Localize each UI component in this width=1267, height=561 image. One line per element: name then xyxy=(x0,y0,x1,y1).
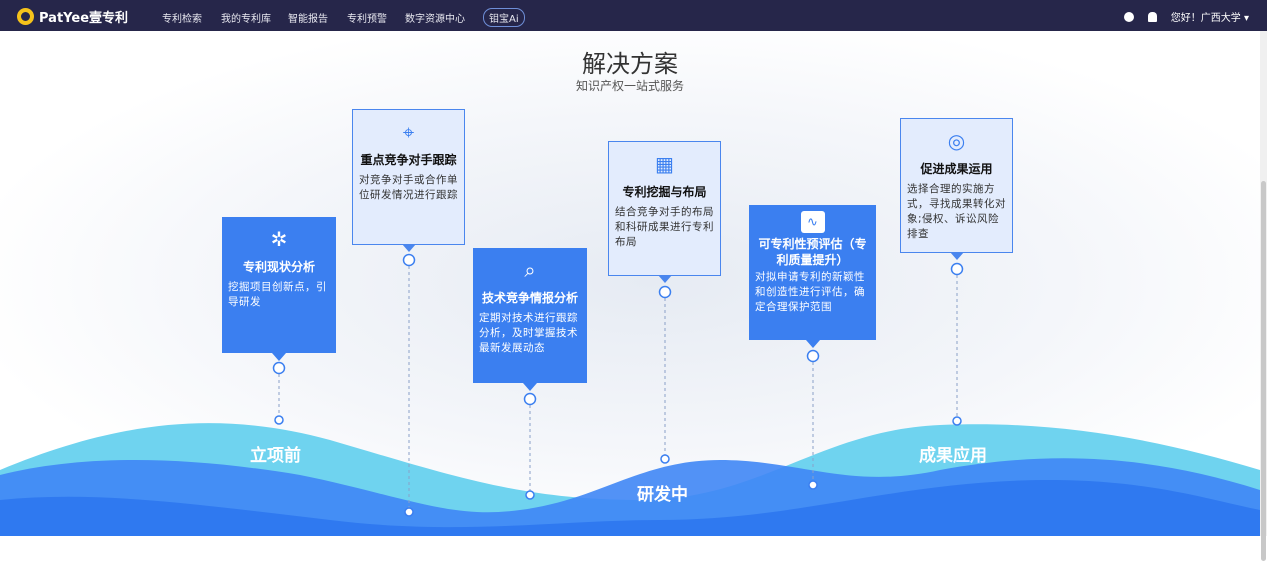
wave-bottom xyxy=(0,480,1260,536)
search-chart-icon: ⌕ xyxy=(524,258,536,282)
spiral-icon: ◎ xyxy=(947,129,966,153)
nav-smart-report[interactable]: 智能报告 xyxy=(288,14,328,25)
scrollbar[interactable] xyxy=(1260,31,1267,561)
stage-in-development: 研发中 xyxy=(637,485,688,505)
greeting: 您好！广西大学 xyxy=(1170,13,1241,24)
card-title: 技术竞争情报分析 xyxy=(481,291,578,305)
network-icon: ✲ xyxy=(270,227,288,251)
nav-patent-search[interactable]: 专利检索 xyxy=(162,14,202,25)
clock-icon[interactable] xyxy=(1123,11,1134,22)
bell-icon[interactable] xyxy=(1147,11,1157,22)
stage-results-application: 成果应用 xyxy=(919,446,987,466)
chevron-down-icon: ▾ xyxy=(1243,13,1249,24)
brand-name: PatYee壹专利 xyxy=(39,11,129,26)
waves-and-connectors xyxy=(0,253,1260,536)
layout-icon: ▦ xyxy=(655,152,674,176)
card-results-use[interactable]: ◎ 促进成果运用 选择合理的实施方式，寻找成果转化对象;侵权、诉讼风险排查 xyxy=(900,118,1013,260)
nav-digital-resources[interactable]: 数字资源中心 xyxy=(405,14,465,25)
logo-icon xyxy=(17,8,34,25)
card-patent-mining[interactable]: ▦ 专利挖掘与布局 结合竞争对手的布局和科研成果进行专利布局 xyxy=(608,141,721,283)
card-title: 可专利性预评估（专利质量提升） xyxy=(758,237,867,267)
card-title: 专利现状分析 xyxy=(242,260,315,274)
pulse-icon: ∿ xyxy=(800,211,825,233)
card-desc: 对竞争对手或合作单位研发情况进行跟踪 xyxy=(359,174,458,201)
section-subtitle: 知识产权一站式服务 xyxy=(575,79,684,93)
nav-my-library[interactable]: 我的专利库 xyxy=(221,14,271,25)
card-desc: 定期对技术进行跟踪分析，及时掌握技术最新发展动态 xyxy=(479,312,578,354)
card-desc: 选择合理的实施方式，寻找成果转化对象;侵权、诉讼风险排查 xyxy=(907,183,1006,240)
scrollbar-thumb[interactable] xyxy=(1261,181,1266,561)
card-title: 专利挖掘与布局 xyxy=(622,185,707,199)
card-desc: 结合竞争对手的布局和科研成果进行专利布局 xyxy=(615,206,714,248)
card-desc: 挖掘项目创新点，引导研发 xyxy=(228,281,327,308)
card-competitor-tracking[interactable]: ⌖ 重点竞争对手跟踪 对竞争对手或合作单位研发情况进行跟踪 xyxy=(352,109,465,252)
card-title: 重点竞争对手跟踪 xyxy=(360,153,457,167)
card-tech-intel[interactable]: ⌕ 技术竞争情报分析 定期对技术进行跟踪分析，及时掌握技术最新发展动态 xyxy=(473,248,587,391)
card-patentability[interactable]: ∿ 可专利性预评估（专利质量提升） 对拟申请专利的新颖性和创造性进行评估，确定合… xyxy=(749,205,876,348)
top-nav: PatYee壹专利 专利检索 我的专利库 智能报告 专利预警 数字资源中心 钼宝… xyxy=(0,0,1267,31)
user-menu[interactable]: 您好！广西大学 ▾ xyxy=(1171,9,1249,24)
nav-ai[interactable]: 钼宝Ai xyxy=(483,8,525,27)
nav-patent-alert[interactable]: 专利预警 xyxy=(347,14,387,25)
stage-before-project: 立项前 xyxy=(250,446,301,466)
brand-logo[interactable]: PatYee壹专利 xyxy=(17,7,128,26)
card-desc: 对拟申请专利的新颖性和创造性进行评估，确定合理保护范围 xyxy=(755,271,865,313)
target-icon: ⌖ xyxy=(402,120,415,144)
section-title: 解决方案 xyxy=(582,50,678,78)
card-title: 促进成果运用 xyxy=(920,162,993,176)
card-patent-status[interactable]: ✲ 专利现状分析 挖掘项目创新点，引导研发 xyxy=(222,217,336,361)
